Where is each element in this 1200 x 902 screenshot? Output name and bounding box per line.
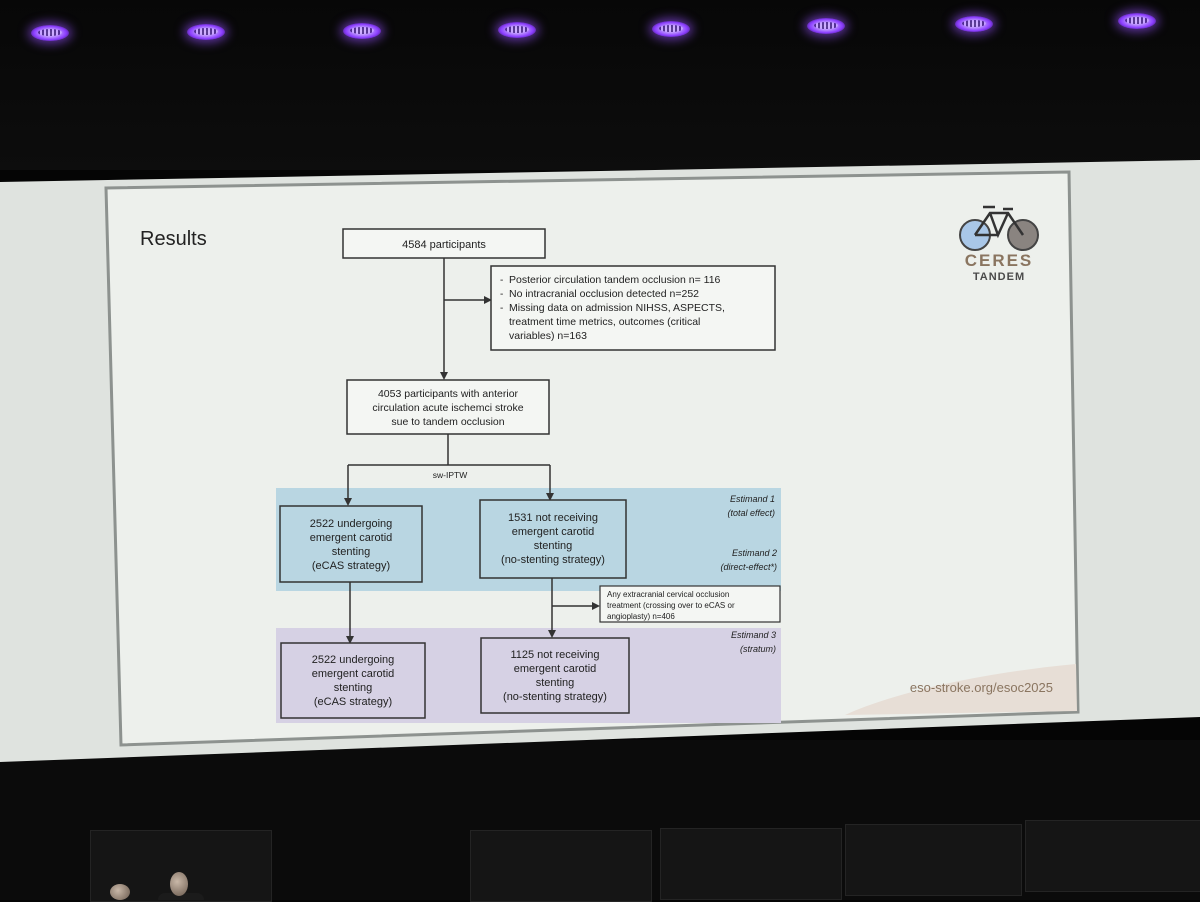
box-no-stenting-top: 1531 not receiving emergent carotid sten… <box>479 499 627 579</box>
seat-row-3 <box>660 828 842 900</box>
no-stenting-bottom-line-1: 1125 not receiving <box>510 649 599 661</box>
estimand-3-desc: (stratum) <box>740 644 776 654</box>
crossover-line-3: angioplasty) n=406 <box>607 612 675 621</box>
ceiling-light-4 <box>498 22 536 38</box>
ceiling-light-8 <box>1118 13 1156 29</box>
box-ecas-bottom: 2522 undergoing emergent carotid stentin… <box>280 642 426 719</box>
seat-row-5 <box>1025 820 1200 892</box>
exclusion-3-cont-1: treatment time metrics, outcomes (critic… <box>509 316 700 328</box>
no-stenting-top-line-1: 1531 not receiving <box>508 512 598 524</box>
crossover-line-2: treatment (crossing over to eCAS or <box>607 601 735 610</box>
box-crossover: Any extracranial cervical occlusion trea… <box>599 585 781 623</box>
ceiling-light-2 <box>187 24 225 40</box>
ceiling-light-5 <box>652 21 690 37</box>
crossover-line-1: Any extracranial cervical occlusion <box>607 590 729 599</box>
ceiling-light-1 <box>31 25 69 41</box>
audience-head-2 <box>110 884 130 900</box>
exclusion-3: Missing data on admission NIHSS, ASPECTS… <box>509 302 725 314</box>
box-ecas-top: 2522 undergoing emergent carotid stentin… <box>279 505 423 583</box>
ecas-bottom-line-3: stenting <box>334 682 373 694</box>
svg-text:-: - <box>500 303 503 314</box>
tandem-bicycle-icon <box>959 205 1039 251</box>
ecas-bottom-line-2: emergent carotid <box>312 668 395 680</box>
ecas-bottom-line-1: 2522 undergoing <box>312 654 395 666</box>
ecas-top-line-3: stenting <box>332 546 371 558</box>
svg-text:-: - <box>500 289 503 300</box>
logo-tandem-text: TANDEM <box>973 271 1025 283</box>
cohort-line-3: sue to tandem occlusion <box>391 416 504 428</box>
audience-head-1 <box>170 872 188 896</box>
no-stenting-bottom-line-2: emergent carotid <box>514 663 597 675</box>
footer-url: eso-stroke.org/esoc2025 <box>910 680 1053 695</box>
exclusion-3-cont-2: variables) n=163 <box>509 330 587 342</box>
weighting-label: sw-IPTW <box>433 470 467 480</box>
ceres-tandem-logo: CERES TANDEM <box>959 205 1039 283</box>
audience-shoulders-1 <box>158 893 204 900</box>
footer-band <box>845 664 1077 715</box>
no-stenting-top-line-3: stenting <box>534 540 573 552</box>
no-stenting-top-line-2: emergent carotid <box>512 526 595 538</box>
cohort-line-2: circulation acute ischemci stroke <box>372 402 523 414</box>
ceiling-light-6 <box>807 18 845 34</box>
slide-title: Results <box>140 228 207 250</box>
ecas-top-line-2: emergent carotid <box>310 532 393 544</box>
cohort-line-1: 4053 participants with anterior <box>378 388 519 400</box>
estimand-2-desc: (direct-effect*) <box>720 562 777 572</box>
flow-connectors <box>347 258 594 638</box>
estimand-1-label: Estimand 1 <box>730 494 775 504</box>
ecas-bottom-line-4: (eCAS strategy) <box>314 696 392 708</box>
svg-text:-: - <box>500 275 503 286</box>
total-participants-text: 4584 participants <box>402 239 486 251</box>
box-no-stenting-bottom: 1125 not receiving emergent carotid sten… <box>480 637 630 714</box>
ecas-top-line-4: (eCAS strategy) <box>312 560 390 572</box>
ceiling-light-7 <box>955 16 993 32</box>
box-total-participants: 4584 participants <box>342 228 546 259</box>
exclusion-2: No intracranial occlusion detected n=252 <box>509 288 699 300</box>
estimand-2-label: Estimand 2 <box>732 548 777 558</box>
ceiling-light-3 <box>343 23 381 39</box>
box-exclusions: - Posterior circulation tandem occlusion… <box>490 265 776 351</box>
seat-row-4 <box>845 824 1022 896</box>
ecas-top-line-1: 2522 undergoing <box>310 518 393 530</box>
no-stenting-bottom-line-4: (no-stenting strategy) <box>503 691 607 703</box>
no-stenting-bottom-line-3: stenting <box>536 677 575 689</box>
estimand-3-label: Estimand 3 <box>731 630 776 640</box>
estimand-1-desc: (total effect) <box>727 508 775 518</box>
flow-arrowheads <box>344 296 600 644</box>
ceiling <box>0 0 1200 170</box>
slide-frame <box>104 170 1080 747</box>
exclusion-1: Posterior circulation tandem occlusion n… <box>509 274 721 286</box>
logo-ceres-text: CERES <box>965 251 1034 270</box>
box-cohort: 4053 participants with anterior circulat… <box>346 379 550 435</box>
no-stenting-top-line-4: (no-stenting strategy) <box>501 554 605 566</box>
